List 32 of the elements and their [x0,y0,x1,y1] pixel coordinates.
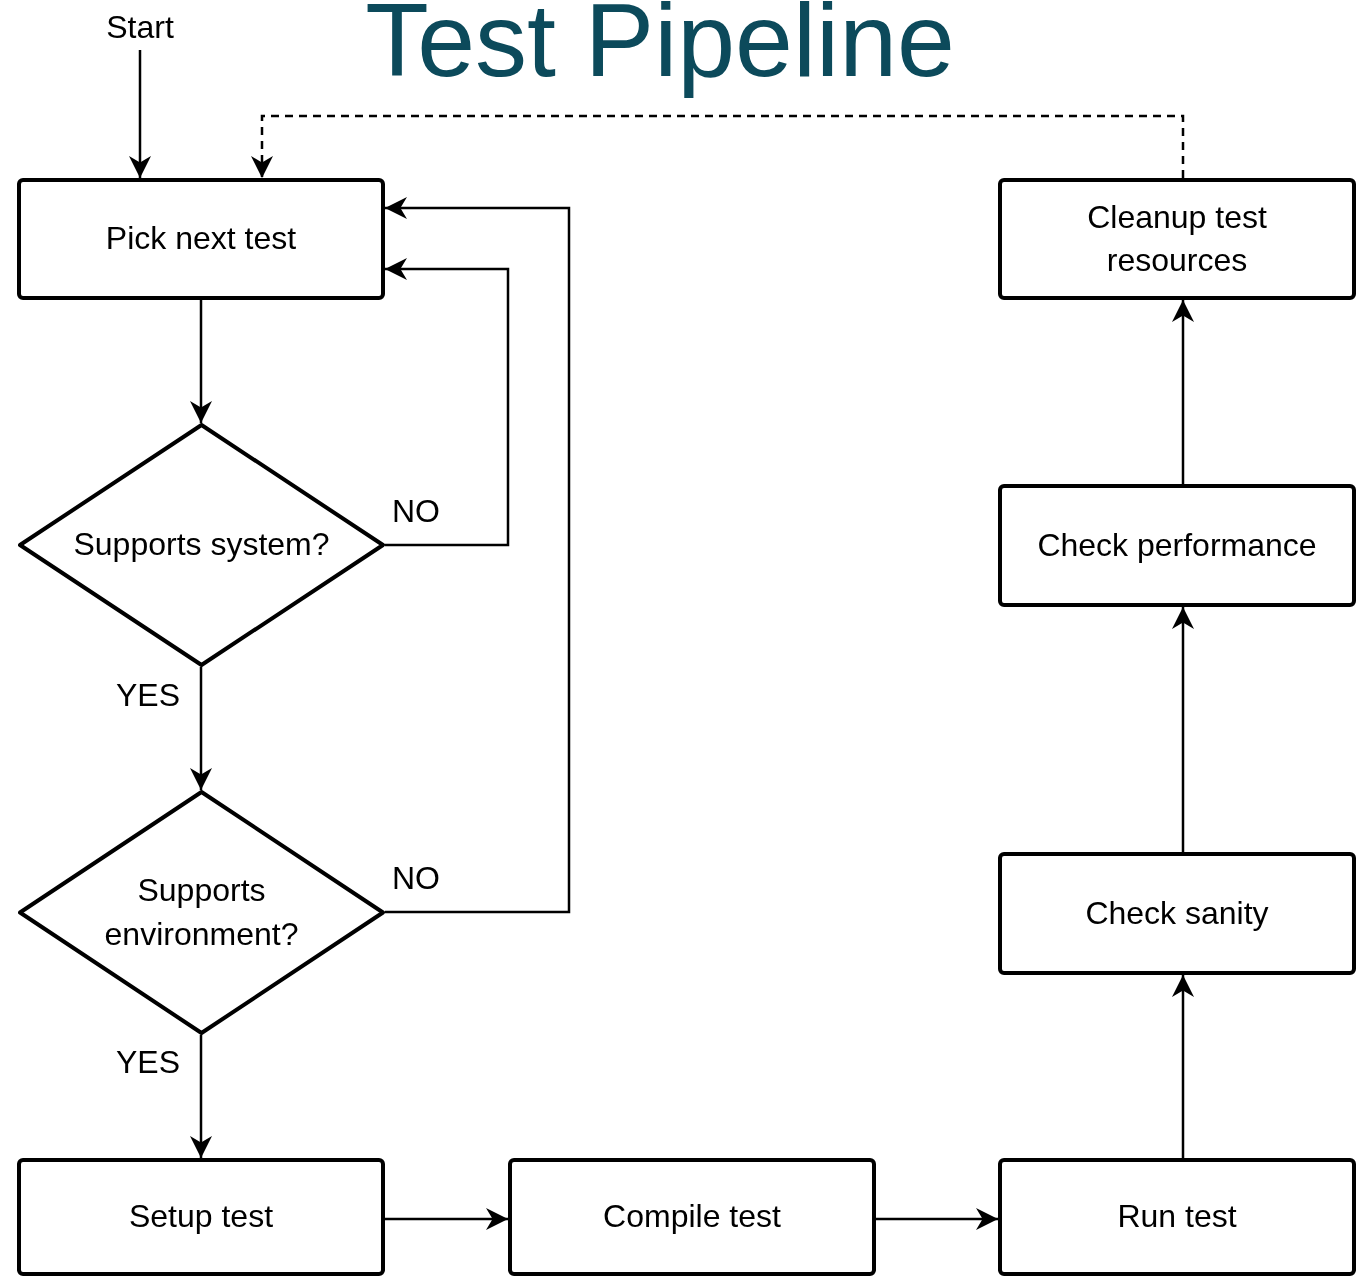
start-label: Start [106,8,174,48]
process-text: Cleanup test resources [1086,197,1268,280]
process-text: Check performance [1037,525,1317,565]
arrow [385,258,510,547]
process-box [998,852,1356,975]
decision-text: Supports environment? [103,871,300,954]
process-text: Setup test [128,1197,274,1237]
arrow [190,1035,212,1158]
process-text: Compile test [603,1197,781,1237]
arrow [385,1208,508,1230]
arrow [190,667,212,790]
dashed-arrow [251,114,1185,178]
arrow [1172,607,1194,852]
decision-text: Supports system? [73,525,330,565]
arrow [190,300,212,423]
process-text: Pick next test [105,219,297,259]
process-text: Run test [1117,1197,1237,1237]
arrow [129,50,151,178]
process-box [998,1158,1356,1276]
process-box [998,484,1356,607]
arrow [876,1208,998,1230]
decision-diamond [18,423,385,667]
process-text: Check sanity [1085,893,1269,933]
arrow [385,197,571,914]
process-box [17,1158,385,1276]
process-box [998,178,1356,300]
arrow [1172,975,1194,1158]
process-box [508,1158,876,1276]
arrow [1172,300,1194,484]
process-box [17,178,385,300]
decision-diamond [18,790,385,1035]
diagram-title: Test Pipeline [364,0,956,100]
